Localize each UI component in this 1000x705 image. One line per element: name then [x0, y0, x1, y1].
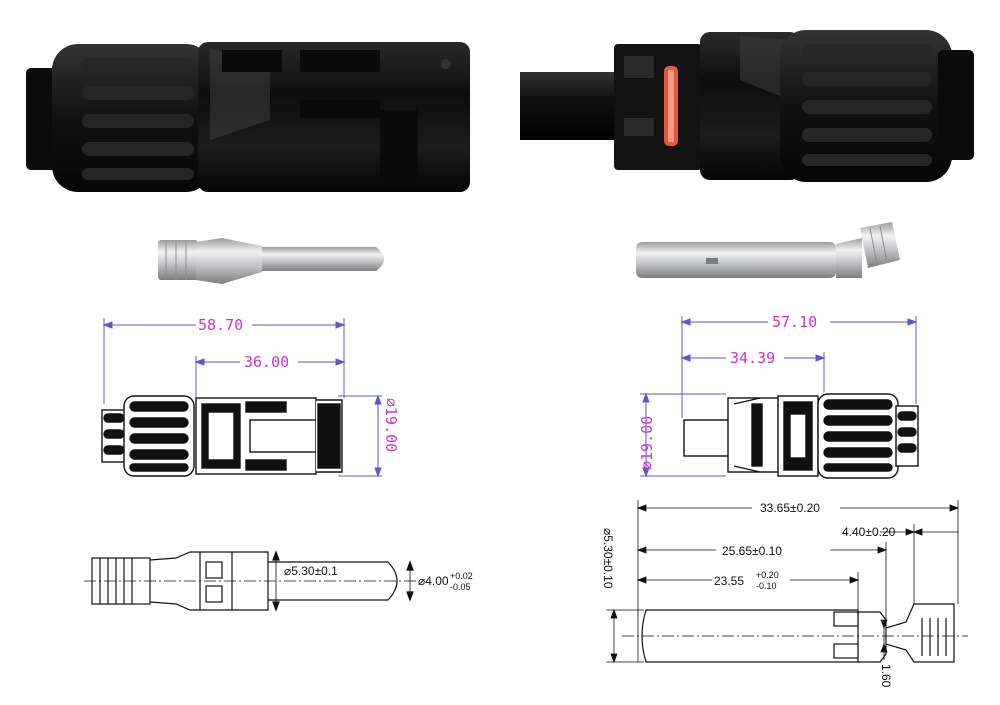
female-socket-drawing [622, 603, 968, 663]
female-overall-length-label: 57.10 [772, 313, 817, 331]
male-body-length-label: 36.00 [244, 353, 289, 371]
male-connector-photo [26, 42, 470, 192]
male-pin-diameter-4-label: ⌀4.00 [418, 574, 449, 588]
female-socket-thickness-label: 1.60 [879, 664, 893, 688]
female-body-length-label: 34.39 [730, 349, 775, 367]
male-pin-drawing [84, 550, 420, 612]
female-connector-photo [520, 30, 974, 182]
male-overall-length-label: 58.70 [198, 316, 243, 334]
male-pin-diameter-5-label: ⌀5.30±0.1 [284, 564, 338, 578]
female-socket-mid-length-label: 25.65±0.10 [722, 544, 782, 558]
female-socket-tip-length-label: 4.40±0.20 [842, 525, 896, 539]
male-pin-photo [158, 238, 384, 284]
female-connector-drawing [683, 393, 919, 479]
female-socket-photo [636, 222, 900, 278]
female-socket-diameter-label: ⌀5.30±0.10 [601, 528, 615, 589]
female-diameter-label: ⌀19.00 [638, 416, 656, 470]
female-socket-tol-upper: +0.20 [756, 570, 779, 580]
male-pin-tol-upper: +0.02 [450, 571, 473, 581]
female-connector-dimensions [640, 316, 918, 478]
female-socket-dimensions [606, 500, 960, 664]
male-diameter-label: ⌀19.00 [382, 398, 400, 452]
female-socket-short-length-label: 23.55 [714, 574, 744, 588]
female-socket-tol-lower: -0.10 [756, 581, 777, 591]
female-socket-total-length-label: 33.65±0.20 [760, 501, 820, 515]
male-connector-dimensions [102, 318, 382, 478]
male-pin-tol-lower: -0.05 [450, 582, 471, 592]
male-connector-drawing [101, 395, 343, 477]
